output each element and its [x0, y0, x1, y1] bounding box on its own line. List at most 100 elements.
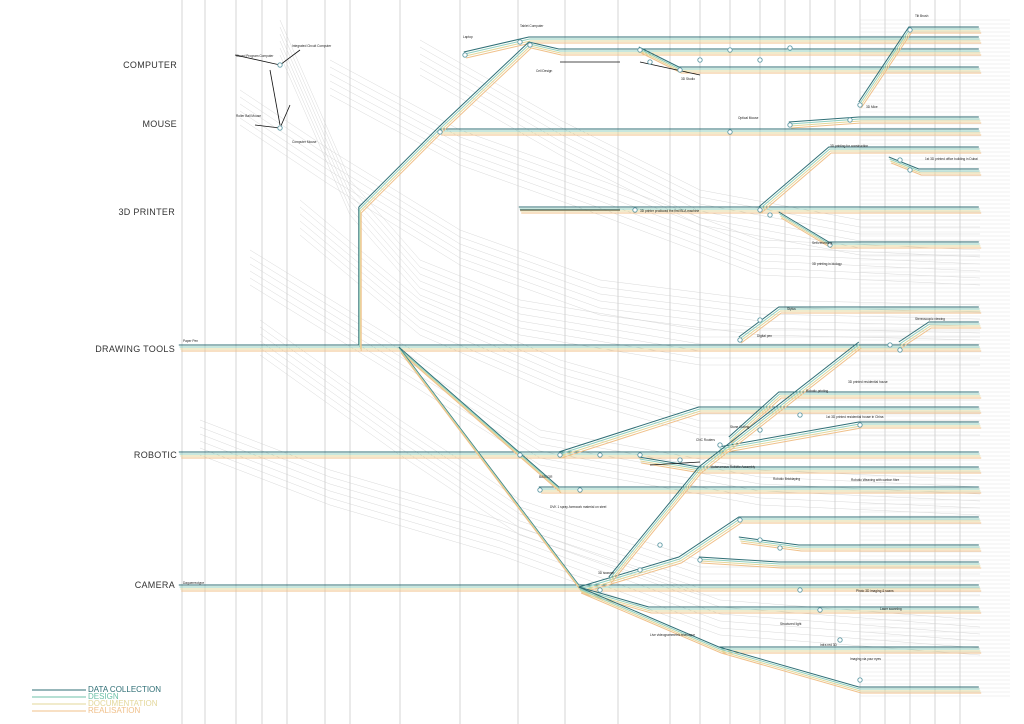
event-node: [637, 47, 643, 53]
camera-branch-3: [741, 542, 982, 552]
drawing-to-computer: [440, 45, 531, 132]
camera-branch-up: [578, 516, 979, 588]
event-node: [787, 122, 793, 128]
computer-bundle: [465, 40, 981, 57]
event-node: [727, 47, 733, 53]
event-node: [677, 457, 683, 463]
background-trace: [329, 59, 981, 251]
event-node: [597, 587, 603, 593]
category-label-computer: COMPUTER: [123, 60, 177, 70]
event-node: [897, 347, 903, 353]
camera-branch-low: [720, 650, 981, 692]
drawing-to-mouse: [358, 126, 440, 208]
event-node: [577, 487, 583, 493]
background-trace: [329, 80, 981, 272]
event-label: 3D scanner: [598, 571, 615, 575]
printer-branch-2: [890, 160, 981, 174]
mouse-branch: [788, 116, 979, 123]
background-trace: [249, 284, 981, 516]
background-trace: [199, 433, 981, 635]
event-label: Autonomous Robotic Assembly: [711, 465, 756, 469]
robotic-branch-3: [728, 391, 979, 438]
mouse-branch: [789, 118, 980, 125]
event-node: [717, 442, 723, 448]
background-trace: [329, 73, 981, 265]
event-label: Stored Program Computer: [236, 54, 274, 58]
drawing-stereo: [900, 325, 981, 347]
background-trace: [239, 96, 981, 313]
background-trace: [299, 227, 980, 429]
event-node: [517, 452, 523, 458]
background-trace: [419, 46, 980, 228]
year-grid: [181, 0, 961, 724]
background-trace: [279, 47, 980, 359]
event-node: [632, 207, 638, 213]
event-node: [857, 677, 863, 683]
drawing-to-robotic: [398, 346, 560, 488]
background-trace: [259, 326, 980, 568]
drawing-to-camera: [398, 346, 580, 586]
event-label: Daguerreotype: [183, 581, 204, 585]
category-label-3d-printer: 3D PRINTER: [118, 207, 175, 217]
event-node: [677, 67, 683, 73]
event-node: [657, 542, 663, 548]
computer-branch-2: [638, 46, 979, 68]
event-node: [527, 42, 533, 48]
computer-branch: [528, 41, 979, 50]
computer-branch: [530, 45, 981, 54]
event-node: [637, 567, 643, 573]
robotic-branch-3: [730, 395, 981, 442]
camera-branch-2: [701, 562, 982, 569]
drawing-to-robotic: [400, 350, 561, 492]
computer-bundle: [463, 36, 979, 53]
printer-branch-down: [778, 211, 979, 243]
computer-branch-2: [640, 52, 982, 74]
printer-branch-2: [891, 162, 982, 176]
background-trace: [259, 333, 980, 575]
event-label: 3D printed residential house: [848, 380, 888, 384]
camera-to-drawing: [609, 343, 860, 580]
background-trace: [299, 234, 980, 436]
camera-branch-mid: [579, 588, 980, 610]
event-node: [727, 129, 733, 135]
event-node: [757, 427, 763, 433]
background-trace: [279, 54, 980, 366]
mouse-branch: [791, 122, 982, 129]
drawing-stylus: [740, 310, 981, 342]
drawing-to-mouse: [359, 128, 440, 210]
background-trace: [419, 74, 980, 256]
connector-line: [649, 461, 701, 466]
camera-branch-up: [580, 520, 981, 592]
event-label: Live videogrammetric technique: [650, 633, 695, 637]
event-node: [847, 117, 853, 123]
event-node: [857, 102, 863, 108]
event-label: Laptop: [463, 35, 473, 39]
category-label-camera: CAMERA: [134, 580, 175, 590]
event-label: 1st 3D printed residential house in Chin…: [826, 415, 884, 419]
printer-branch-2: [889, 158, 980, 172]
event-node: [737, 517, 743, 523]
event-label: Imaging via your eyes: [850, 657, 881, 661]
drawing-to-computer: [440, 47, 532, 134]
background-trace: [239, 89, 981, 306]
event-node: [777, 545, 783, 551]
event-node: [757, 537, 763, 543]
computer-vr-branch: [858, 26, 979, 103]
event-node: [757, 207, 763, 213]
event-label: 3D Mice: [866, 105, 878, 109]
event-label: Robotic Weaving with carbon fibre: [851, 478, 900, 482]
computer-bundle: [464, 38, 980, 55]
background-trace: [419, 53, 980, 235]
event-node: [797, 412, 803, 418]
event-label: Laser scanning: [880, 607, 902, 611]
camera-branch-up: [579, 518, 980, 590]
printer-branch-up: [759, 148, 980, 210]
background-trace: [199, 447, 981, 649]
camera-branch-low: [719, 648, 980, 690]
robotic-branch-2: [721, 427, 982, 454]
drawing-stereo: [898, 321, 979, 343]
background-trace: [249, 270, 981, 502]
camera-branch-up: [581, 522, 982, 594]
